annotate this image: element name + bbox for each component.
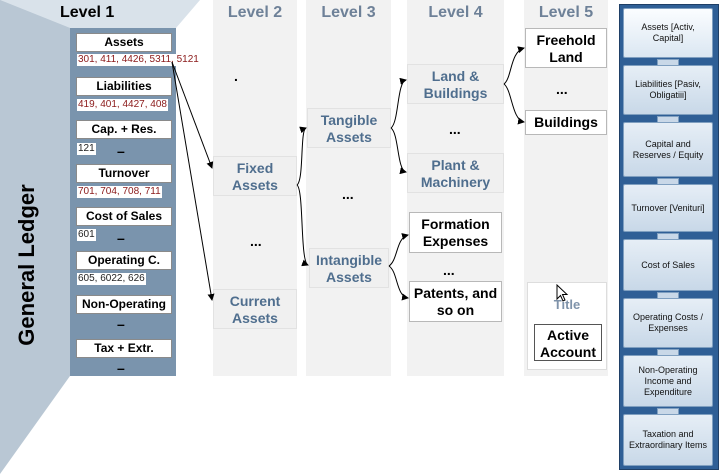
menu-item-liabilities[interactable]: Liabilities [Pasiv, Obligatiii] — [623, 65, 713, 115]
level1-liabilities[interactable]: Liabilities — [76, 77, 172, 96]
node-active-account[interactable]: Active Account — [534, 324, 602, 361]
menu-tab-5 — [657, 292, 679, 298]
menu-tab-4 — [657, 233, 679, 239]
level1-assets[interactable]: Assets — [76, 33, 172, 52]
general-ledger-title: General Ledger — [14, 184, 39, 346]
level4-ellipsis-1: ... — [449, 121, 461, 137]
node-current-assets[interactable]: Current Assets — [213, 289, 297, 329]
menu-tab-6 — [657, 349, 679, 355]
menu-tab-1 — [657, 59, 679, 65]
menu-item-capital-reserves[interactable]: Capital and Reserves / Equity — [623, 122, 713, 177]
menu-item-turnover[interactable]: Turnover [Venituri] — [623, 184, 713, 232]
level1-operating-costs[interactable]: Operating C. — [76, 251, 172, 270]
menu-tab-3 — [657, 178, 679, 184]
node-formation-expenses[interactable]: Formation Expenses — [409, 212, 502, 253]
level1-turnover-codes: 701, 704, 708, 711 — [77, 186, 162, 198]
level-5-title: Level 5 — [538, 4, 594, 21]
level2-dot: . — [234, 68, 238, 84]
level-1-title: Level 1 — [60, 4, 115, 21]
node-plant-machinery[interactable]: Plant & Machinery — [407, 153, 504, 193]
menu-tab-7 — [657, 408, 679, 414]
level1-cost-of-sales-codes: 601 — [77, 229, 96, 241]
ledger-book-side — [0, 0, 70, 474]
menu-item-taxation[interactable]: Taxation and Extraordinary Items — [623, 414, 713, 466]
level1-operating-costs-codes: 605, 6022, 626 — [77, 273, 146, 285]
level1-non-operating-dash: – — [117, 316, 125, 332]
level5-ellipsis: ... — [556, 81, 568, 97]
level1-cost-of-sales-dash: – — [117, 230, 125, 246]
level1-liabilities-codes: 419, 401, 4427, 408 — [77, 99, 168, 111]
level1-cost-of-sales[interactable]: Cost of Sales — [76, 207, 172, 226]
menu-item-cost-of-sales[interactable]: Cost of Sales — [623, 239, 713, 291]
title-label: Title — [553, 297, 581, 312]
node-patents[interactable]: Patents, and so on — [409, 281, 502, 322]
menu-item-operating-costs[interactable]: Operating Costs / Expenses — [623, 298, 713, 348]
level1-tax-extr-dash: – — [117, 360, 125, 376]
level1-cap-res-dash: – — [117, 143, 125, 159]
node-fixed-assets[interactable]: Fixed Assets — [213, 156, 297, 196]
node-tangible-assets[interactable]: Tangible Assets — [307, 108, 391, 148]
level-4-title: Level 4 — [428, 4, 483, 21]
node-land-buildings[interactable]: Land & Buildings — [407, 64, 504, 104]
level-2-title: Level 2 — [227, 4, 283, 21]
level3-ellipsis: ... — [342, 186, 354, 202]
level1-cap-res[interactable]: Cap. + Res. — [76, 120, 172, 139]
menu-item-assets[interactable]: Assets [Activ, Capital] — [623, 8, 713, 58]
node-intangible-assets[interactable]: Intangible Assets — [309, 248, 389, 288]
level1-turnover[interactable]: Turnover — [76, 164, 172, 183]
level1-non-operating[interactable]: Non-Operating — [76, 295, 172, 314]
level1-assets-codes: 301, 411, 4426, 5311, 5121 — [77, 54, 200, 66]
menu-tab-2 — [657, 116, 679, 122]
node-buildings[interactable]: Buildings — [525, 110, 607, 135]
level4-ellipsis-2: ... — [443, 262, 455, 278]
mouse-cursor-icon — [556, 284, 569, 302]
menu-item-non-operating[interactable]: Non-Operating Income and Expenditure — [623, 355, 713, 407]
level2-ellipsis: ... — [250, 233, 262, 249]
node-freehold-land[interactable]: Freehold Land — [525, 28, 607, 68]
level1-tax-extr[interactable]: Tax + Extr. — [76, 339, 172, 358]
level-3-title: Level 3 — [321, 4, 376, 21]
level1-cap-res-codes: 121 — [77, 143, 96, 155]
level-3-column — [306, 0, 391, 376]
